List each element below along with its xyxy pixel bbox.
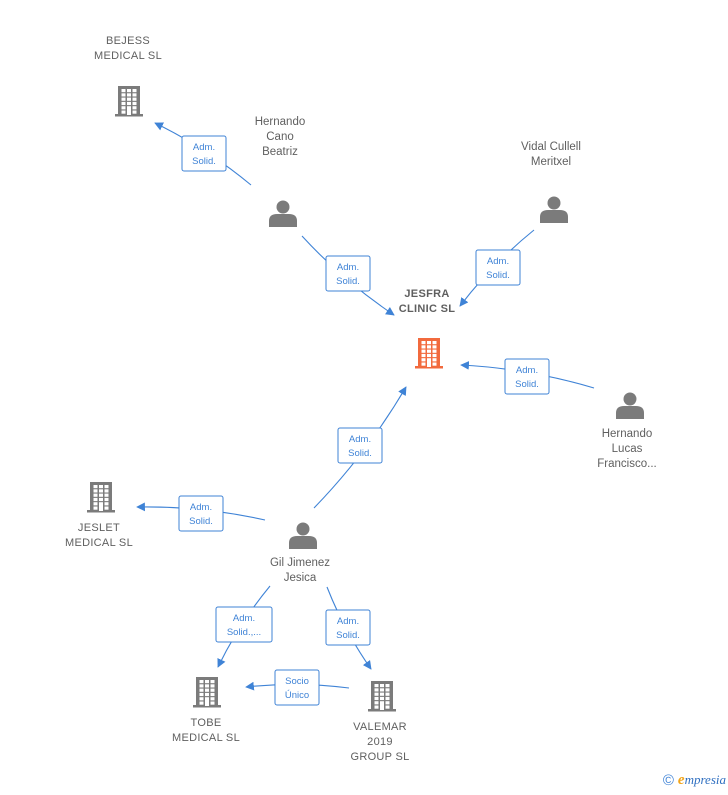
node-label-line: 2019 bbox=[367, 736, 393, 748]
edge-label-box[interactable] bbox=[178, 495, 224, 532]
person-icon bbox=[540, 196, 568, 223]
edge-gil-to-valemar: Adm. Solid. bbox=[325, 586, 372, 670]
edge-label-line: Adm. bbox=[193, 142, 215, 153]
edge-label-box[interactable] bbox=[475, 249, 521, 286]
node-label-line: Lucas bbox=[612, 443, 643, 455]
building-icon bbox=[115, 86, 143, 117]
node-label-line: CLINIC SL bbox=[399, 303, 455, 315]
edge-label-line: Adm. bbox=[233, 613, 255, 624]
node-label-line: VALEMAR bbox=[353, 721, 407, 733]
edge-hernando_cano-to-bejess: Adm. Solid. bbox=[154, 122, 252, 186]
node-label-line: MEDICAL SL bbox=[65, 537, 133, 549]
node-hernando_lucas[interactable]: HernandoLucasFrancisco... bbox=[597, 392, 657, 471]
node-jesfra[interactable]: JESFRA CLINIC SL bbox=[399, 288, 455, 369]
node-label-line: MEDICAL SL bbox=[172, 732, 240, 744]
node-label-line: MEDICAL SL bbox=[94, 50, 162, 62]
building-icon bbox=[193, 677, 221, 708]
edge-label-line: Solid. bbox=[515, 379, 539, 390]
edge-label-box[interactable] bbox=[325, 255, 371, 292]
copyright-symbol: © bbox=[662, 772, 674, 789]
node-label-line: JESLET bbox=[78, 522, 120, 534]
edge-label-line: Adm. bbox=[337, 262, 359, 273]
edge-label-line: Socio bbox=[285, 676, 309, 687]
nodes-layer: JESFRA CLINIC SL BEJESS MEDICAL SL JESLET MED… bbox=[65, 35, 657, 763]
node-label-line: Gil Jimenez bbox=[270, 557, 330, 569]
edge-gil-to-tobe: Adm. Solid.,... bbox=[215, 585, 273, 668]
edge-label-line: Solid. bbox=[336, 630, 360, 641]
credit: © empresia bbox=[663, 772, 726, 789]
edge-label-line: Solid. bbox=[348, 448, 372, 459]
edge-hernando_cano-to-jesfra: Adm. Solid. bbox=[301, 235, 395, 316]
node-label-line: Jesica bbox=[284, 572, 317, 584]
node-tobe[interactable]: TOBE MEDICAL SL bbox=[172, 677, 240, 744]
edge-label-line: Solid.,... bbox=[227, 627, 261, 638]
node-label-line: Hernando bbox=[255, 116, 306, 128]
edge-label-line: Solid. bbox=[486, 270, 510, 281]
node-jeslet[interactable]: JESLET MEDICAL SL bbox=[65, 482, 133, 549]
edge-label-line: Adm. bbox=[349, 434, 371, 445]
person-icon bbox=[269, 200, 297, 227]
edges-layer: Adm. Solid. Adm. Solid. Adm. Solid. Adm. Solid.… bbox=[136, 122, 595, 706]
node-label-line: Meritxel bbox=[531, 156, 571, 168]
brand-rest: mpresia bbox=[684, 772, 726, 787]
building-icon bbox=[368, 681, 396, 712]
edge-label-box[interactable] bbox=[337, 427, 383, 464]
edge-label-line: Adm. bbox=[487, 256, 509, 267]
person-icon bbox=[289, 522, 317, 549]
brand-initial: e bbox=[677, 772, 685, 788]
edge-label-line: Único bbox=[285, 690, 309, 701]
node-label-line: JESFRA bbox=[404, 288, 449, 300]
edge-label-line: Solid. bbox=[189, 516, 213, 527]
node-label-line: Francisco... bbox=[597, 458, 656, 470]
edge-label-line: Solid. bbox=[336, 276, 360, 287]
node-label-line: Cano bbox=[266, 131, 294, 143]
edge-label-line: Solid. bbox=[192, 156, 216, 167]
edge-label-line: Adm. bbox=[337, 616, 359, 627]
edge-label-box[interactable] bbox=[504, 358, 550, 395]
node-label-line: Vidal Cullell bbox=[521, 141, 581, 153]
node-label-line: BEJESS bbox=[106, 35, 150, 47]
node-label-line: Hernando bbox=[602, 428, 653, 440]
edge-label-line: Adm. bbox=[516, 365, 538, 376]
node-bejess[interactable]: BEJESS MEDICAL SL bbox=[94, 35, 162, 117]
edge-label-line: Adm. bbox=[190, 502, 212, 513]
edge-label-box[interactable] bbox=[215, 606, 273, 643]
node-label-line: GROUP SL bbox=[350, 751, 409, 763]
edge-hernando_lucas-to-jesfra: Adm. Solid. bbox=[460, 358, 595, 395]
building-icon bbox=[87, 482, 115, 513]
brand-logo[interactable]: empresia bbox=[678, 772, 726, 789]
node-label-line: Beatriz bbox=[262, 146, 298, 158]
edge-label-box[interactable] bbox=[181, 135, 227, 172]
node-label-line: TOBE bbox=[191, 717, 222, 729]
edge-gil-to-jeslet: Adm. Solid. bbox=[136, 495, 266, 532]
edge-gil-to-jesfra: Adm. Solid. bbox=[313, 386, 407, 509]
edge-label-box[interactable] bbox=[274, 669, 320, 706]
person-icon bbox=[616, 392, 644, 419]
edge-vidal-to-jesfra: Adm. Solid. bbox=[459, 229, 535, 307]
edge-label-box[interactable] bbox=[325, 609, 371, 646]
building-icon bbox=[415, 338, 443, 369]
